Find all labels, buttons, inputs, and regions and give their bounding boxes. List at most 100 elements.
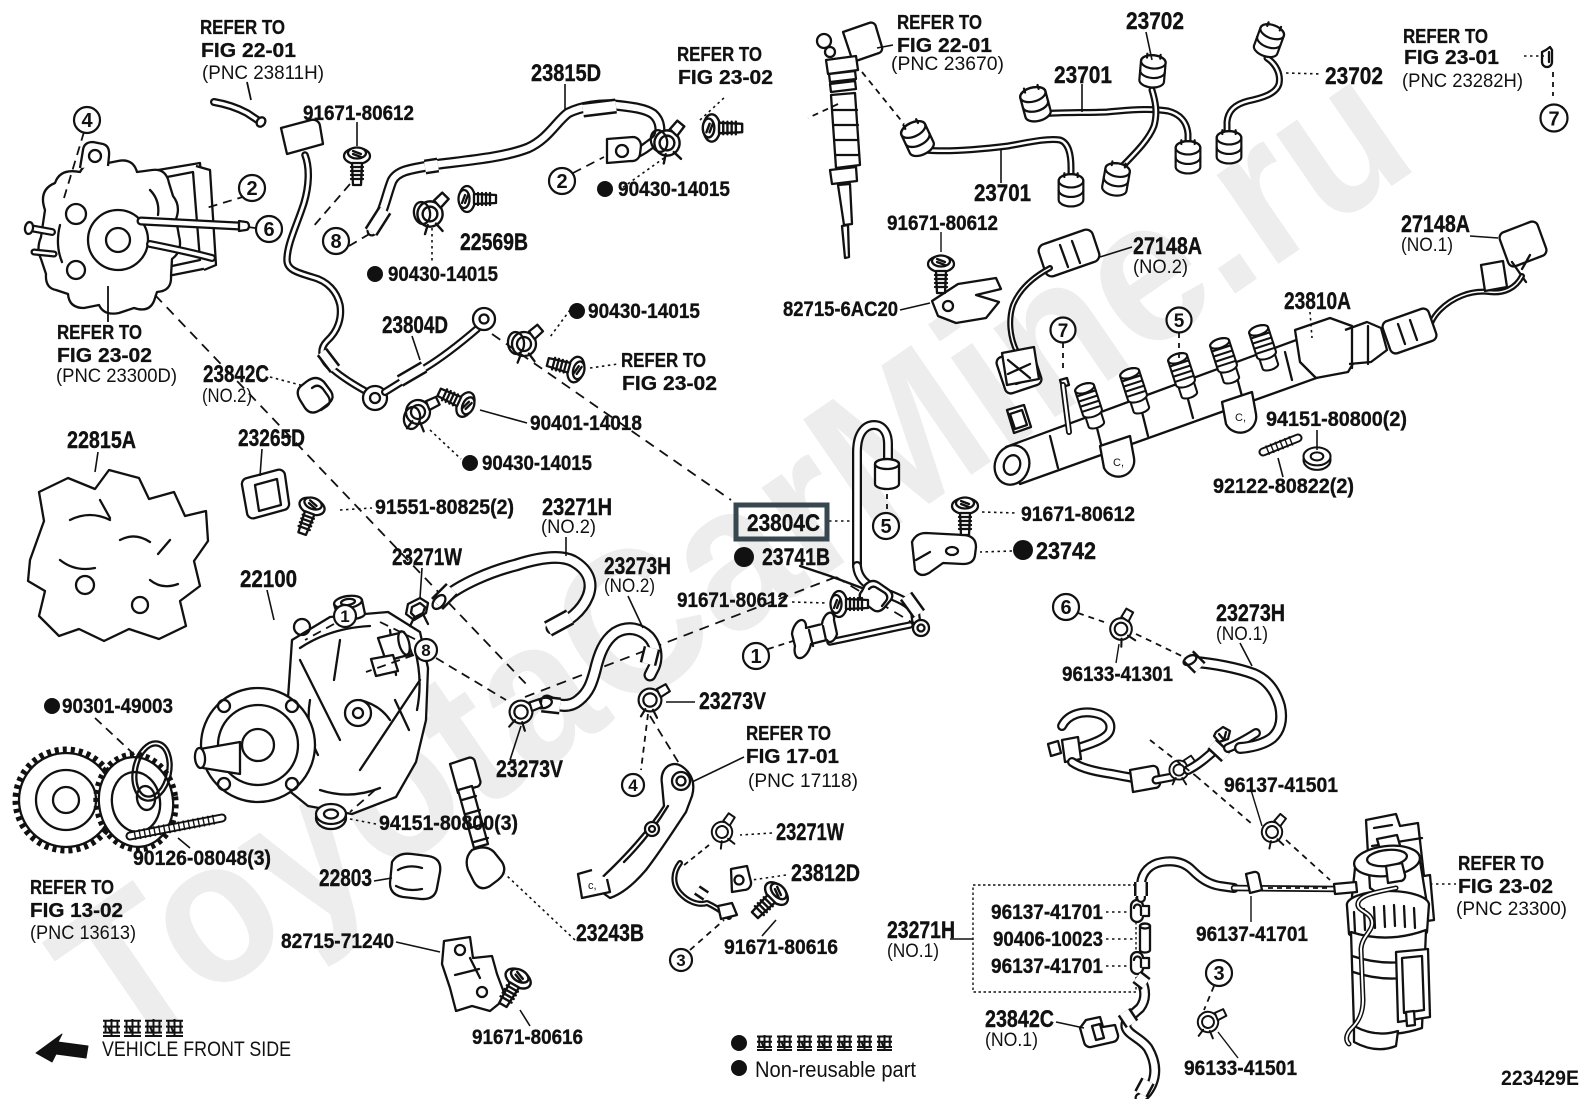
svg-text:REFER TO: REFER TO <box>1403 25 1488 48</box>
svg-text:REFER TO: REFER TO <box>677 43 762 66</box>
svg-text:FIG 23-01: FIG 23-01 <box>1404 46 1499 69</box>
svg-text:90430-14015: 90430-14015 <box>482 451 592 475</box>
svg-text:REFER TO: REFER TO <box>746 722 831 745</box>
svg-text:23271W: 23271W <box>776 819 844 846</box>
svg-text:1: 1 <box>750 646 761 668</box>
svg-text:FIG 22-01: FIG 22-01 <box>897 34 992 57</box>
svg-text:94151-80800(3): 94151-80800(3) <box>379 811 518 835</box>
svg-text:90430-14015: 90430-14015 <box>588 299 700 323</box>
svg-text:94151-80800(2): 94151-80800(2) <box>1266 407 1407 431</box>
svg-text:FIG 17-01: FIG 17-01 <box>746 745 839 768</box>
svg-text:23273H: 23273H <box>1216 600 1285 627</box>
svg-text:91671-80612: 91671-80612 <box>303 101 414 125</box>
svg-text:REFER TO: REFER TO <box>1458 852 1544 875</box>
svg-text:27148A: 27148A <box>1133 233 1202 260</box>
svg-text:23701: 23701 <box>974 180 1031 207</box>
svg-text:(NO.2): (NO.2) <box>541 516 596 538</box>
svg-text:1: 1 <box>340 607 349 626</box>
svg-text:96137-41701: 96137-41701 <box>1196 922 1308 946</box>
svg-text:(PNC 23300D): (PNC 23300D) <box>56 365 177 387</box>
svg-text:REFER TO: REFER TO <box>57 321 142 344</box>
svg-text:96133-41501: 96133-41501 <box>1184 1056 1297 1080</box>
svg-text:8: 8 <box>421 641 430 660</box>
svg-text:(NO.2): (NO.2) <box>202 385 252 407</box>
svg-text:(PNC 23811H): (PNC 23811H) <box>202 62 324 84</box>
svg-text:C,: C, <box>1235 412 1246 424</box>
svg-text:(NO.1): (NO.1) <box>985 1029 1038 1051</box>
svg-text:(NO.1): (NO.1) <box>887 940 939 962</box>
svg-text:23741B: 23741B <box>762 544 830 571</box>
svg-text:23701: 23701 <box>1054 62 1112 89</box>
svg-text:90401-14018: 90401-14018 <box>530 411 642 435</box>
svg-text:6: 6 <box>263 219 274 241</box>
svg-text:96133-41301: 96133-41301 <box>1062 662 1173 686</box>
svg-text:7: 7 <box>1548 108 1559 130</box>
svg-text:90406-10023: 90406-10023 <box>993 927 1103 951</box>
svg-text:C,: C, <box>1113 457 1124 469</box>
svg-text:91671-80616: 91671-80616 <box>472 1025 583 1049</box>
svg-text:96137-41701: 96137-41701 <box>991 900 1103 924</box>
svg-text:REFER TO: REFER TO <box>30 876 114 899</box>
svg-text:23842C: 23842C <box>985 1006 1054 1033</box>
svg-text:23271H: 23271H <box>542 494 612 521</box>
svg-text:90126-08048(3): 90126-08048(3) <box>133 846 271 870</box>
svg-text:REFER TO: REFER TO <box>200 16 285 39</box>
svg-text:FIG 23-02: FIG 23-02 <box>622 372 717 395</box>
svg-text:REFER TO: REFER TO <box>897 11 982 34</box>
svg-text:96137-41501: 96137-41501 <box>1224 773 1338 797</box>
svg-text:FIG 23-02: FIG 23-02 <box>678 66 773 89</box>
svg-text:90301-49003: 90301-49003 <box>62 694 173 718</box>
svg-text:23273V: 23273V <box>699 688 766 715</box>
svg-text:(NO.1): (NO.1) <box>1216 623 1268 645</box>
svg-text:23815D: 23815D <box>531 60 601 87</box>
svg-text:22100: 22100 <box>240 566 297 593</box>
svg-text:Non-reusable part: Non-reusable part <box>755 1057 916 1082</box>
svg-text:(PNC 23300): (PNC 23300) <box>1456 898 1567 920</box>
svg-text:23804D: 23804D <box>382 312 448 339</box>
svg-text:3: 3 <box>1213 963 1224 985</box>
svg-text:91671-80612: 91671-80612 <box>887 211 998 235</box>
svg-text:5: 5 <box>880 516 891 538</box>
svg-text:22815A: 22815A <box>67 427 136 454</box>
svg-text:23273V: 23273V <box>496 756 563 783</box>
svg-text:90430-14015: 90430-14015 <box>388 262 498 286</box>
svg-text:23742: 23742 <box>1036 538 1096 565</box>
svg-text:23812D: 23812D <box>791 860 860 887</box>
svg-text:REFER TO: REFER TO <box>621 349 706 372</box>
svg-text:91671-80612: 91671-80612 <box>677 588 788 612</box>
svg-text:91671-80616: 91671-80616 <box>724 935 838 959</box>
svg-text:22803: 22803 <box>319 865 372 892</box>
svg-text:2: 2 <box>246 178 257 200</box>
svg-text:91551-80825(2): 91551-80825(2) <box>375 495 514 519</box>
svg-text:VEHICLE FRONT SIDE: VEHICLE FRONT SIDE <box>102 1038 291 1061</box>
svg-text:23810A: 23810A <box>1284 288 1351 315</box>
svg-text:91671-80612: 91671-80612 <box>1021 502 1135 526</box>
svg-text:90430-14015: 90430-14015 <box>618 177 730 201</box>
svg-text:(NO.1): (NO.1) <box>1401 234 1453 256</box>
svg-text:2: 2 <box>556 171 567 193</box>
svg-text:FIG 23-02: FIG 23-02 <box>1458 875 1553 898</box>
svg-text:23243B: 23243B <box>576 920 644 947</box>
svg-text:27148A: 27148A <box>1401 211 1470 238</box>
svg-text:(PNC 17118): (PNC 17118) <box>748 770 858 792</box>
svg-text:23271H: 23271H <box>887 917 955 944</box>
svg-text:8: 8 <box>330 231 341 253</box>
svg-text:7: 7 <box>1058 321 1069 342</box>
svg-text:23804C: 23804C <box>747 510 820 537</box>
svg-text:23842C: 23842C <box>203 361 269 388</box>
svg-text:FIG 22-01: FIG 22-01 <box>201 39 296 62</box>
svg-text:c,: c, <box>588 880 597 892</box>
svg-text:4: 4 <box>628 776 638 795</box>
svg-text:23702: 23702 <box>1126 8 1184 35</box>
svg-text:4: 4 <box>81 110 93 132</box>
svg-text:FIG 23-02: FIG 23-02 <box>57 344 152 367</box>
svg-text:FIG 13-02: FIG 13-02 <box>30 899 123 922</box>
svg-text:23702: 23702 <box>1325 63 1383 90</box>
svg-text:82715-6AC20: 82715-6AC20 <box>783 297 898 321</box>
svg-text:(PNC 23282H): (PNC 23282H) <box>1402 70 1523 92</box>
svg-text:3: 3 <box>676 951 685 970</box>
svg-text:(PNC 23670): (PNC 23670) <box>891 53 1004 75</box>
svg-text:223429E: 223429E <box>1501 1067 1579 1090</box>
svg-text:92122-80822(2): 92122-80822(2) <box>1213 474 1354 498</box>
svg-text:6: 6 <box>1060 597 1071 619</box>
